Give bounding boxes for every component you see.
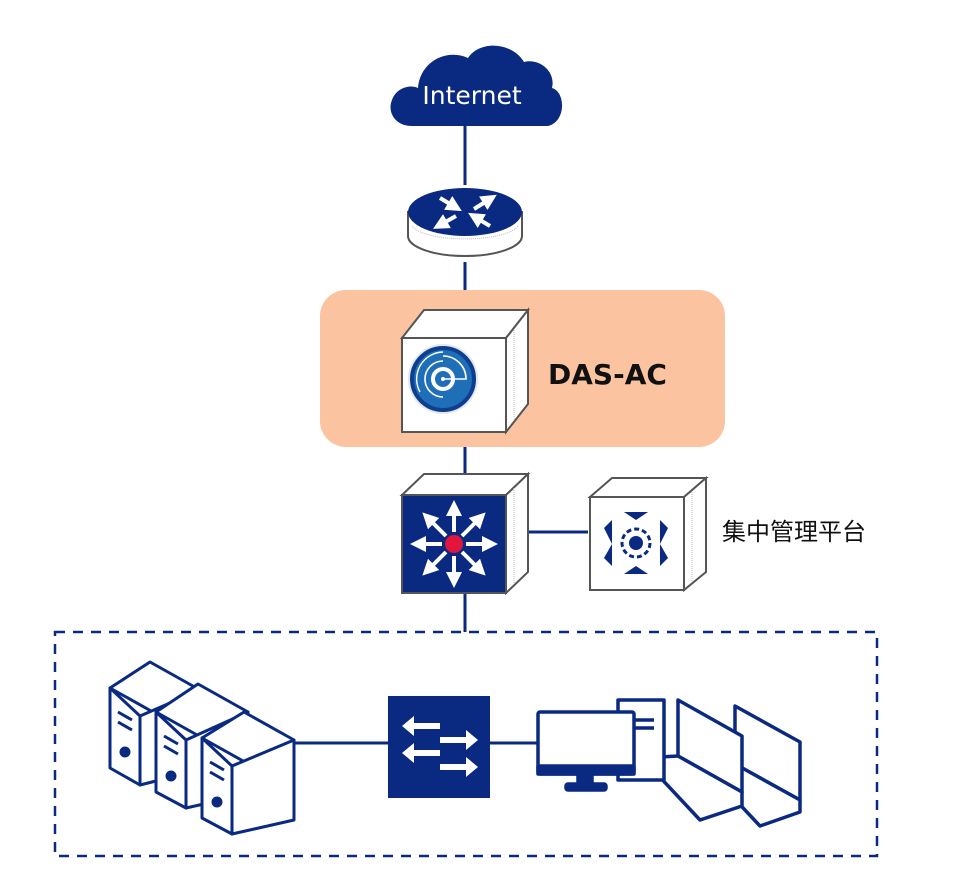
target-icon <box>408 344 478 414</box>
core-dot <box>445 535 463 553</box>
gear-icon <box>604 512 668 574</box>
management-node[interactable] <box>587 475 709 593</box>
das-ac-node[interactable] <box>399 307 531 435</box>
clients <box>536 698 802 828</box>
core-switch-node[interactable] <box>399 471 531 596</box>
das-ac-label: DAS-AC <box>548 358 667 391</box>
das-ac-group: DAS-AC <box>320 290 725 447</box>
internal-network-group <box>53 630 879 858</box>
switch-icon <box>388 696 490 798</box>
cloud-icon <box>390 45 563 126</box>
internet-label: Internet <box>422 81 521 110</box>
server-icon[interactable] <box>200 710 296 836</box>
servers <box>108 660 296 836</box>
access-switch-node[interactable] <box>388 696 490 798</box>
l3-switch-icon <box>410 500 498 588</box>
router-icon <box>408 188 522 236</box>
internet-node: Internet <box>390 45 563 126</box>
laptop-icon[interactable] <box>640 698 744 822</box>
desktop-icon[interactable] <box>536 698 666 792</box>
router-node <box>407 188 523 257</box>
management-label: 集中管理平台 <box>722 518 866 546</box>
